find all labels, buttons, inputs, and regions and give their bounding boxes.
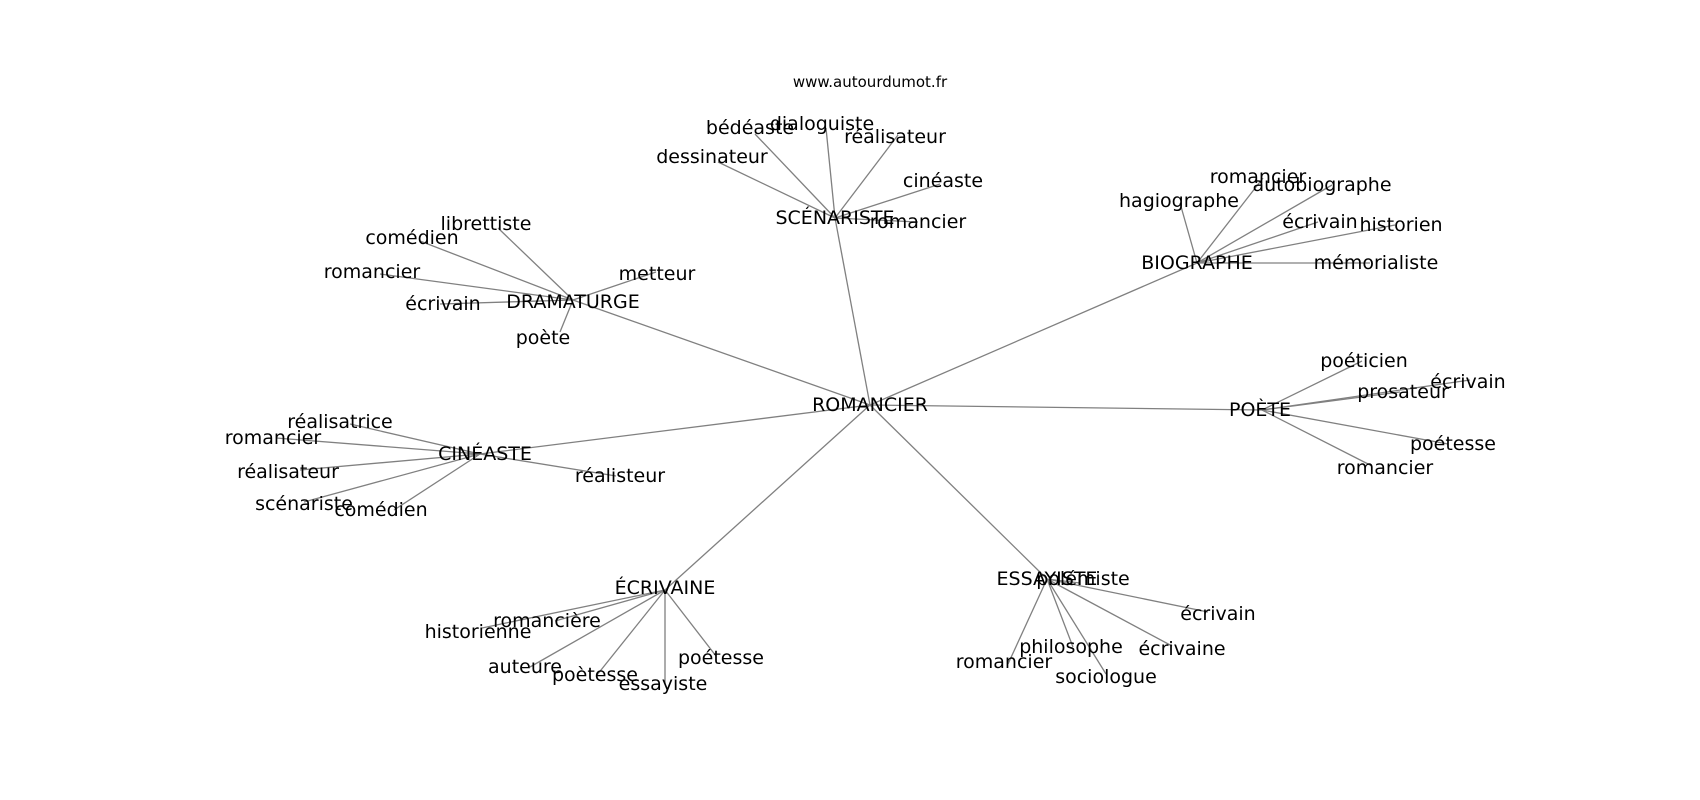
leaf-node-label: romancier	[870, 211, 967, 233]
leaf-node-label: auteure	[488, 656, 562, 678]
edge-hub-leaf	[664, 589, 717, 657]
leaf-node-label: librettiste	[441, 213, 532, 235]
leaf-node-label: écrivaine	[1138, 638, 1225, 660]
leaf-node-label: romancier	[1337, 457, 1434, 479]
edge-hub-leaf	[393, 453, 481, 511]
leaf-node-label: romancier	[225, 427, 322, 449]
leaf-node-label: bédéaste	[706, 117, 794, 139]
leaf-node-label: cinéaste	[903, 170, 983, 192]
leaf-node-label: hagiographe	[1119, 190, 1239, 212]
leaf-node-label: poétesse	[678, 647, 764, 669]
leaf-node-label: essayiste	[619, 673, 708, 695]
edge-hub-leaf	[1046, 578, 1107, 675]
leaf-node-label: philosophe	[1019, 636, 1123, 658]
edge-hub-leaf	[834, 217, 919, 223]
hub-node-label: ESSAYISTE	[997, 568, 1098, 590]
leaf-node-label: réalisateur	[844, 126, 946, 148]
edge-hub-leaf	[303, 453, 481, 503]
leaf-node-label: poétesse	[1410, 433, 1496, 455]
leaf-node-label: comédien	[365, 227, 458, 249]
edge-center-hub	[664, 404, 871, 591]
edge-hub-leaf	[379, 273, 574, 301]
edge-hub-leaf	[497, 227, 574, 301]
leaf-node-label: écrivain	[1430, 371, 1505, 393]
edge-hub-leaf	[1196, 224, 1396, 264]
edge-hub-leaf	[1179, 202, 1198, 264]
edge-center-hub	[869, 404, 1263, 411]
leaf-node-label: mémorialiste	[1314, 252, 1439, 274]
leaf-node-label: poètesse	[552, 664, 638, 686]
edge-center-hub	[869, 262, 1198, 406]
leaf-node-label: historienne	[425, 621, 532, 643]
edge-hub-leaf	[1046, 578, 1173, 647]
source-url: www.autourdumot.fr	[793, 73, 948, 91]
hub-node-label: SCÉNARISTE	[775, 206, 894, 229]
leaf-node-label: réalisateur	[237, 461, 339, 483]
edge-center-hub	[834, 217, 871, 406]
leaf-node-label: historien	[1359, 214, 1442, 236]
edge-hub-leaf	[825, 127, 836, 219]
leaf-node-label: sociologue	[1055, 666, 1157, 688]
edge-center-hub	[572, 299, 871, 406]
edge-hub-leaf	[529, 589, 666, 668]
hub-node-label: CINÉASTE	[438, 442, 532, 465]
edge-hub-leaf	[419, 240, 574, 301]
edge-hub-leaf	[1046, 578, 1074, 648]
hub-node-label: ÉCRIVAINE	[615, 576, 716, 599]
edge-hub-leaf	[479, 453, 617, 477]
edge-hub-leaf	[439, 299, 574, 305]
edge-hub-leaf	[596, 589, 666, 676]
graph-edges	[275, 127, 1471, 684]
edge-hub-leaf	[299, 453, 481, 471]
leaf-node-label: écrivain	[1282, 211, 1357, 233]
edge-hub-leaf	[1196, 177, 1264, 264]
leaf-node-label: écrivain	[1180, 603, 1255, 625]
leaf-node-label: dessinateur	[656, 146, 768, 168]
edge-hub-leaf	[1196, 221, 1319, 264]
leaf-node-label: comédien	[334, 499, 427, 521]
edge-hub-leaf	[1046, 578, 1209, 613]
leaf-node-label: autobiographe	[1252, 174, 1391, 196]
leaf-node-label: romancier	[1210, 166, 1307, 188]
leaf-node-label: réalisteur	[575, 465, 665, 487]
hub-node-label: POÈTE	[1229, 398, 1291, 421]
edge-hub-leaf	[1196, 184, 1333, 264]
leaf-node-label: dialoguiste	[770, 113, 874, 135]
edge-hub-leaf	[554, 589, 666, 622]
leaf-node-label: scénariste	[255, 493, 353, 515]
leaf-node-label: romancière	[493, 610, 601, 632]
edge-hub-leaf	[1261, 360, 1363, 411]
graph-labels: www.autourdumot.fr ROMANCIER SCÉNARISTE de…	[225, 73, 1506, 695]
edge-hub-leaf	[1261, 409, 1449, 445]
leaf-node-label: poète	[516, 327, 571, 349]
hub-node-label: BIOGRAPHE	[1141, 252, 1253, 274]
leaf-node-label: romancier	[324, 261, 421, 283]
leaf-node-label: réalisatrice	[287, 411, 393, 433]
leaf-node-label: écrivain	[405, 293, 480, 315]
leaf-node-label: prosateur	[1357, 381, 1449, 403]
edge-center-hub	[479, 404, 871, 455]
center-node-label: ROMANCIER	[812, 394, 928, 416]
leaf-node-label: polémiste	[1036, 568, 1129, 590]
edge-hub-leaf	[572, 271, 657, 301]
edge-hub-leaf	[717, 161, 836, 219]
leaf-node-label: metteur	[619, 263, 696, 285]
edge-hub-leaf	[834, 183, 941, 219]
edge-hub-leaf	[1261, 379, 1471, 411]
edge-hub-leaf	[834, 134, 899, 219]
edge-hub-leaf	[559, 299, 574, 333]
leaf-node-label: romancier	[956, 651, 1053, 673]
edge-hub-leaf	[754, 133, 836, 219]
edge-center-hub	[869, 404, 1048, 580]
edge-hub-leaf	[1261, 409, 1373, 467]
edge-hub-leaf	[481, 589, 666, 629]
edge-hub-leaf	[275, 437, 481, 455]
hub-node-label: DRAMATURGE	[506, 291, 639, 313]
edge-hub-leaf	[349, 423, 481, 455]
edge-hub-leaf	[1007, 578, 1048, 665]
leaf-node-label: poéticien	[1320, 350, 1408, 372]
